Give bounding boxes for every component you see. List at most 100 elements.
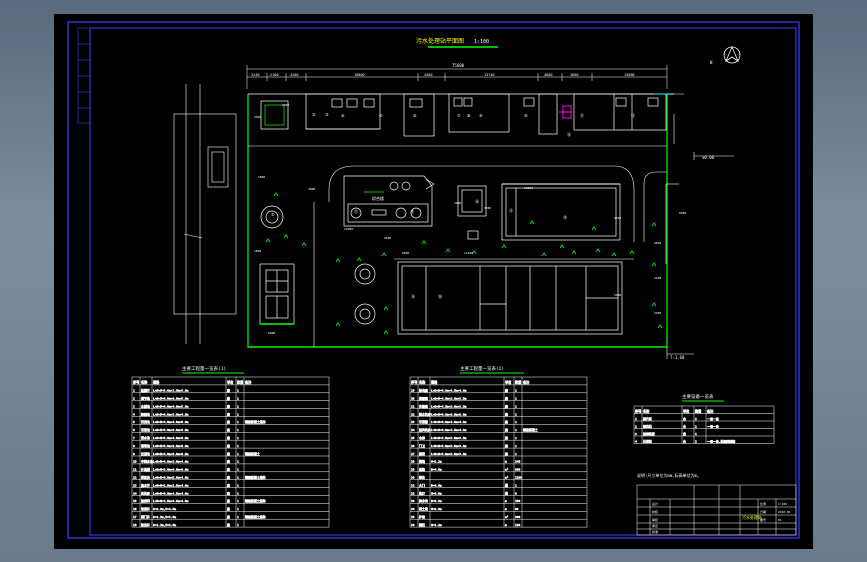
table-cell: 1 [237, 468, 239, 472]
table-cell: 检查井 [141, 522, 150, 527]
dimension-label: 15600 [624, 73, 635, 77]
table-cell: 28 [411, 460, 415, 464]
table-cell: L×B×H=3.0m×3.0m×3.5m [153, 428, 189, 432]
unit-number: ⑪ [580, 112, 584, 118]
drawing-title: 污水处理站平面图 [416, 37, 464, 45]
table-cell: B=0.3m [431, 499, 442, 503]
table-cell: 一用一备 [707, 423, 719, 428]
table-cell: D=1.5m,H=3.0m [153, 515, 176, 519]
table-cell: 座 [505, 403, 508, 408]
table-cell: 1 [237, 397, 239, 401]
table-cell: 7 [133, 436, 135, 440]
table-cell: 1 [237, 491, 239, 495]
table-header: 数量 [695, 408, 702, 413]
shrub-icon [501, 244, 507, 249]
table-header: 备注 [245, 380, 252, 385]
table-cell: 钢筋混凝土结构 [245, 419, 266, 424]
dimension-label: 4500 [254, 115, 261, 119]
shrub-icon [301, 242, 307, 247]
table-cell: 座 [227, 411, 230, 416]
table-cell: 31 [411, 483, 415, 487]
table-cell: 2 [635, 424, 637, 428]
table-cell: 座 [505, 396, 508, 401]
table-cell: m [505, 460, 507, 464]
table-cell: 27 [411, 452, 415, 456]
north-arrow-icon: N [710, 45, 741, 65]
table-cell: 1 [237, 444, 239, 448]
table-cell: L×B×H=2.5m×2.5m×4.0m [153, 483, 189, 487]
table-cell: 1 [237, 428, 239, 432]
table-cell: 台 [683, 423, 686, 428]
right-side-marks [665, 93, 734, 359]
table-cell: 中间水池 [141, 459, 153, 464]
table1-title: 主要工程量一览表(1) [182, 365, 226, 372]
shrub-icon [383, 330, 389, 335]
table-cell: 4 [133, 412, 135, 416]
table-cell: 300 [515, 515, 521, 519]
shrub-icon [559, 244, 565, 249]
table-cell: 座 [505, 419, 508, 424]
sheet-outer-border [67, 21, 800, 539]
table-cell: L×B×H=6.0m×5.0m×4.0m [153, 476, 189, 480]
dimension-label: 3000 [282, 103, 289, 107]
unit-number: ⑭ [563, 214, 567, 220]
table-cell: 18 [133, 523, 137, 527]
table-cell: 围栏 [419, 522, 425, 527]
shrub-icon [571, 250, 577, 255]
table-cell: 1 [237, 499, 239, 503]
dimension-label: 1800 [258, 175, 265, 179]
table-cell: 1 [515, 436, 517, 440]
table-cell: 32 [411, 491, 415, 495]
table-header: 备注 [523, 380, 530, 385]
table-cell: 阀门井 [141, 514, 150, 519]
table-frame [131, 376, 330, 528]
table-cell: 1 [237, 523, 239, 527]
unit-number: ④ [341, 113, 345, 118]
table-cell: 加药间 [141, 498, 150, 503]
table-header: 规格 [431, 380, 438, 385]
table-header: 数量 [237, 380, 244, 385]
table-cell: 10 [133, 460, 137, 464]
shrub-icon [383, 306, 389, 311]
table-cell: 8 [515, 491, 517, 495]
table-cell: 集水井 [141, 482, 150, 487]
table-cell: 过滤池 [141, 451, 150, 456]
table-cell: 清水池 [141, 435, 150, 440]
shrub-icon [273, 192, 279, 197]
table-cell: 值班室 [419, 396, 428, 401]
unit-number: ⑮ [567, 131, 571, 137]
shrub-icon [651, 262, 657, 267]
table-cell: 150 [515, 499, 521, 503]
table-cell: H=6.0m [431, 491, 442, 495]
table-cell: 座 [227, 435, 230, 440]
table-cell: L×B×H=5.0m×4.0m×3.5m [153, 436, 189, 440]
dimension-label: 4500 [614, 216, 621, 220]
table-cell: 9 [133, 452, 135, 456]
unit-number: ① [271, 212, 275, 217]
table-cell: 60 [515, 507, 519, 511]
table-cell: 21 [411, 404, 415, 408]
table-cell: 30 [411, 476, 415, 480]
dimension-label: 3900 [454, 201, 461, 205]
table-cell: 6 [133, 428, 135, 432]
dimension-label: 11400 [464, 251, 473, 255]
table-cell: 20 [411, 397, 415, 401]
dimension-label: 4560 [424, 73, 432, 77]
table-cell: 16 [133, 507, 137, 511]
unit-number: ⑫ [631, 112, 635, 118]
table-header: 序号 [411, 380, 417, 385]
vegetation-marks [265, 192, 663, 335]
table-cell: 36 [411, 523, 415, 527]
table-cell: 大门 [419, 482, 425, 487]
table-cell: H=1.2m [431, 523, 442, 527]
table-cell: 一用一备,配套控制箱 [707, 438, 735, 443]
table-cell: 座 [227, 490, 230, 495]
table-cell: 3 [635, 432, 637, 436]
table-cell: L×B×H=4.0m×3.0m×4.0m [153, 460, 189, 464]
table-header: 规格 [153, 380, 160, 385]
table-cell: m [505, 523, 507, 527]
table-frame [409, 376, 588, 528]
